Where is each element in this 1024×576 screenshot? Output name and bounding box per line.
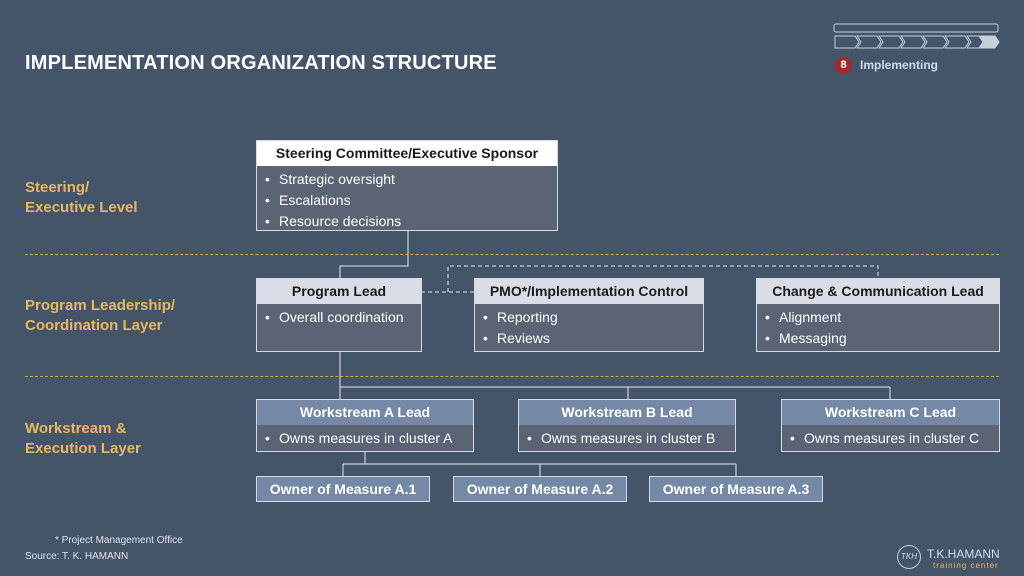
slide-title: IMPLEMENTATION ORGANIZATION STRUCTURE <box>25 52 497 74</box>
owner-measure-a2-box: Owner of Measure A.2 <box>453 476 627 502</box>
list-item: Reviews <box>483 328 703 349</box>
list-item: Resource decisions <box>265 211 557 232</box>
source-note: Source: T. K. HAMANN <box>25 551 129 562</box>
list-item: Escalations <box>265 190 557 211</box>
owner-measure-a1-box: Owner of Measure A.1 <box>256 476 430 502</box>
list-item: Messaging <box>765 328 999 349</box>
logo-tagline: training center <box>933 561 999 570</box>
list-item: Reporting <box>483 307 703 328</box>
list-item: Strategic oversight <box>265 169 557 190</box>
phase-progress-icon <box>833 23 1000 49</box>
program-lead-box: Program Lead Overall coordination <box>256 278 422 352</box>
list-item: Alignment <box>765 307 999 328</box>
list-item: Owns measures in cluster B <box>527 428 735 449</box>
layer-label-workstream: Workstream & Execution Layer <box>25 420 141 457</box>
workstream-c-box: Workstream C Lead Owns measures in clust… <box>781 399 1000 452</box>
layer-separator <box>25 254 999 255</box>
layer-label-program: Program Leadership/ Coordination Layer <box>25 297 176 334</box>
layer-separator <box>25 376 999 377</box>
logo-name: T.K.HAMANN <box>927 547 1000 561</box>
workstream-a-box: Workstream A Lead Owns measures in clust… <box>256 399 474 452</box>
box-title: Workstream C Lead <box>782 400 999 425</box>
tkh-logo-icon: TKH <box>897 545 921 569</box>
phase-number-badge: 8 <box>835 57 852 74</box>
box-title: Steering Committee/Executive Sponsor <box>257 141 557 166</box>
list-item: Overall coordination <box>265 307 421 328</box>
steering-committee-box: Steering Committee/Executive Sponsor Str… <box>256 140 558 231</box>
workstream-b-box: Workstream B Lead Owns measures in clust… <box>518 399 736 452</box>
box-title: Workstream B Lead <box>519 400 735 425</box>
footnote: * Project Management Office <box>55 535 183 546</box>
layer-label-steering: Steering/ Executive Level <box>25 179 138 216</box>
phase-label: Implementing <box>860 58 939 72</box>
owner-measure-a3-box: Owner of Measure A.3 <box>649 476 823 502</box>
list-item: Owns measures in cluster A <box>265 428 473 449</box>
box-title: PMO*/Implementation Control <box>475 279 703 304</box>
list-item: Owns measures in cluster C <box>790 428 999 449</box>
box-title: Program Lead <box>257 279 421 304</box>
box-title: Change & Communication Lead <box>757 279 999 304</box>
pmo-box: PMO*/Implementation Control Reporting Re… <box>474 278 704 352</box>
box-title: Workstream A Lead <box>257 400 473 425</box>
change-communication-box: Change & Communication Lead Alignment Me… <box>756 278 1000 352</box>
